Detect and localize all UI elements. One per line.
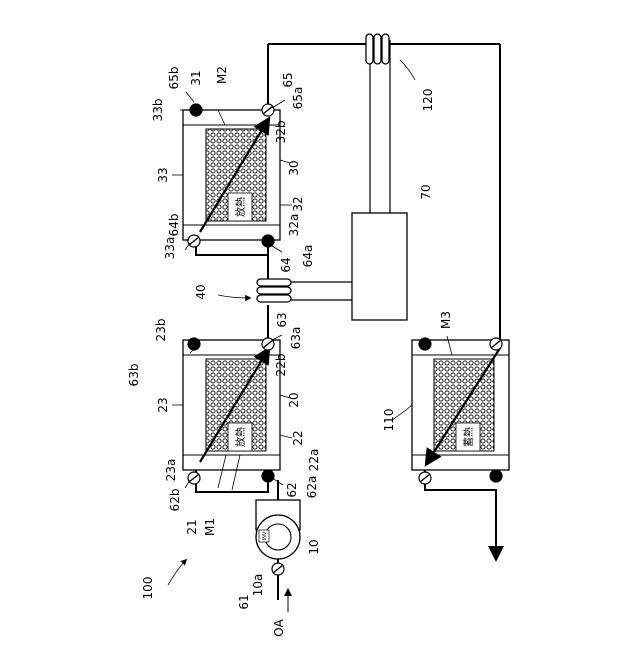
storage-unit-30: 放熱 xyxy=(183,110,280,240)
valve-63b xyxy=(188,338,200,350)
label-110: 110 xyxy=(382,409,396,432)
label-22: 22 xyxy=(291,430,305,445)
label-22b: 22b xyxy=(274,354,288,377)
label-33b: 33b xyxy=(151,99,165,122)
label-OA: OA xyxy=(272,618,286,636)
unit-110-mode-text: 蓄熱 xyxy=(462,427,475,447)
label-22a: 22a xyxy=(307,449,321,472)
outlet-duct xyxy=(425,470,496,548)
label-10a: 10a xyxy=(251,574,265,597)
label-100: 100 xyxy=(141,577,155,600)
label-63: 63 xyxy=(275,312,289,327)
label-63a: 63a xyxy=(289,327,303,350)
label-62: 62 xyxy=(285,482,299,497)
label-23a: 23a xyxy=(164,459,178,482)
label-64: 64 xyxy=(279,257,293,272)
label-21: 21 xyxy=(185,519,199,534)
label-33: 33 xyxy=(156,167,170,182)
label-23: 23 xyxy=(156,397,170,412)
valve-110-upper-left xyxy=(419,338,431,350)
heat-exchanger-40 xyxy=(257,279,291,302)
label-65b: 65b xyxy=(167,67,181,90)
label-40: 40 xyxy=(194,284,208,299)
label-M3: M3 xyxy=(439,311,453,329)
storage-unit-110: 蓄熱 xyxy=(412,340,509,470)
label-62b: 62b xyxy=(168,489,182,512)
label-30: 30 xyxy=(287,160,301,175)
label-63b: 63b xyxy=(127,364,141,387)
label-23b: 23b xyxy=(154,319,168,342)
label-20: 20 xyxy=(287,392,301,407)
unit-20-mode-text: 放熱 xyxy=(234,427,247,447)
label-32b: 32b xyxy=(274,121,288,144)
fan-10: INV xyxy=(256,500,300,559)
label-33a: 33a xyxy=(163,237,177,260)
fan-inverter-label: INV xyxy=(262,531,268,540)
label-31: 31 xyxy=(189,70,203,85)
valve-62a xyxy=(262,470,274,482)
label-120: 120 xyxy=(421,89,435,112)
label-61: 61 xyxy=(237,594,251,609)
valve-64a xyxy=(262,235,274,247)
valve-110-lower-right xyxy=(490,470,502,482)
label-32: 32 xyxy=(291,196,305,211)
label-M2: M2 xyxy=(215,66,229,84)
storage-unit-20: 放熱 xyxy=(183,340,280,470)
label-70: 70 xyxy=(419,184,433,199)
label-10: 10 xyxy=(307,539,321,554)
label-M1: M1 xyxy=(203,518,217,536)
heat-exchanger-120 xyxy=(366,34,389,64)
label-32a: 32a xyxy=(287,214,301,237)
controller-70-box xyxy=(352,213,407,320)
label-65a: 65a xyxy=(291,87,305,110)
label-64a: 64a xyxy=(301,245,315,268)
unit-30-mode-text: 放熱 xyxy=(234,197,247,217)
label-65: 65 xyxy=(281,72,295,87)
label-64b: 64b xyxy=(167,214,181,237)
label-62a: 62a xyxy=(305,476,319,499)
